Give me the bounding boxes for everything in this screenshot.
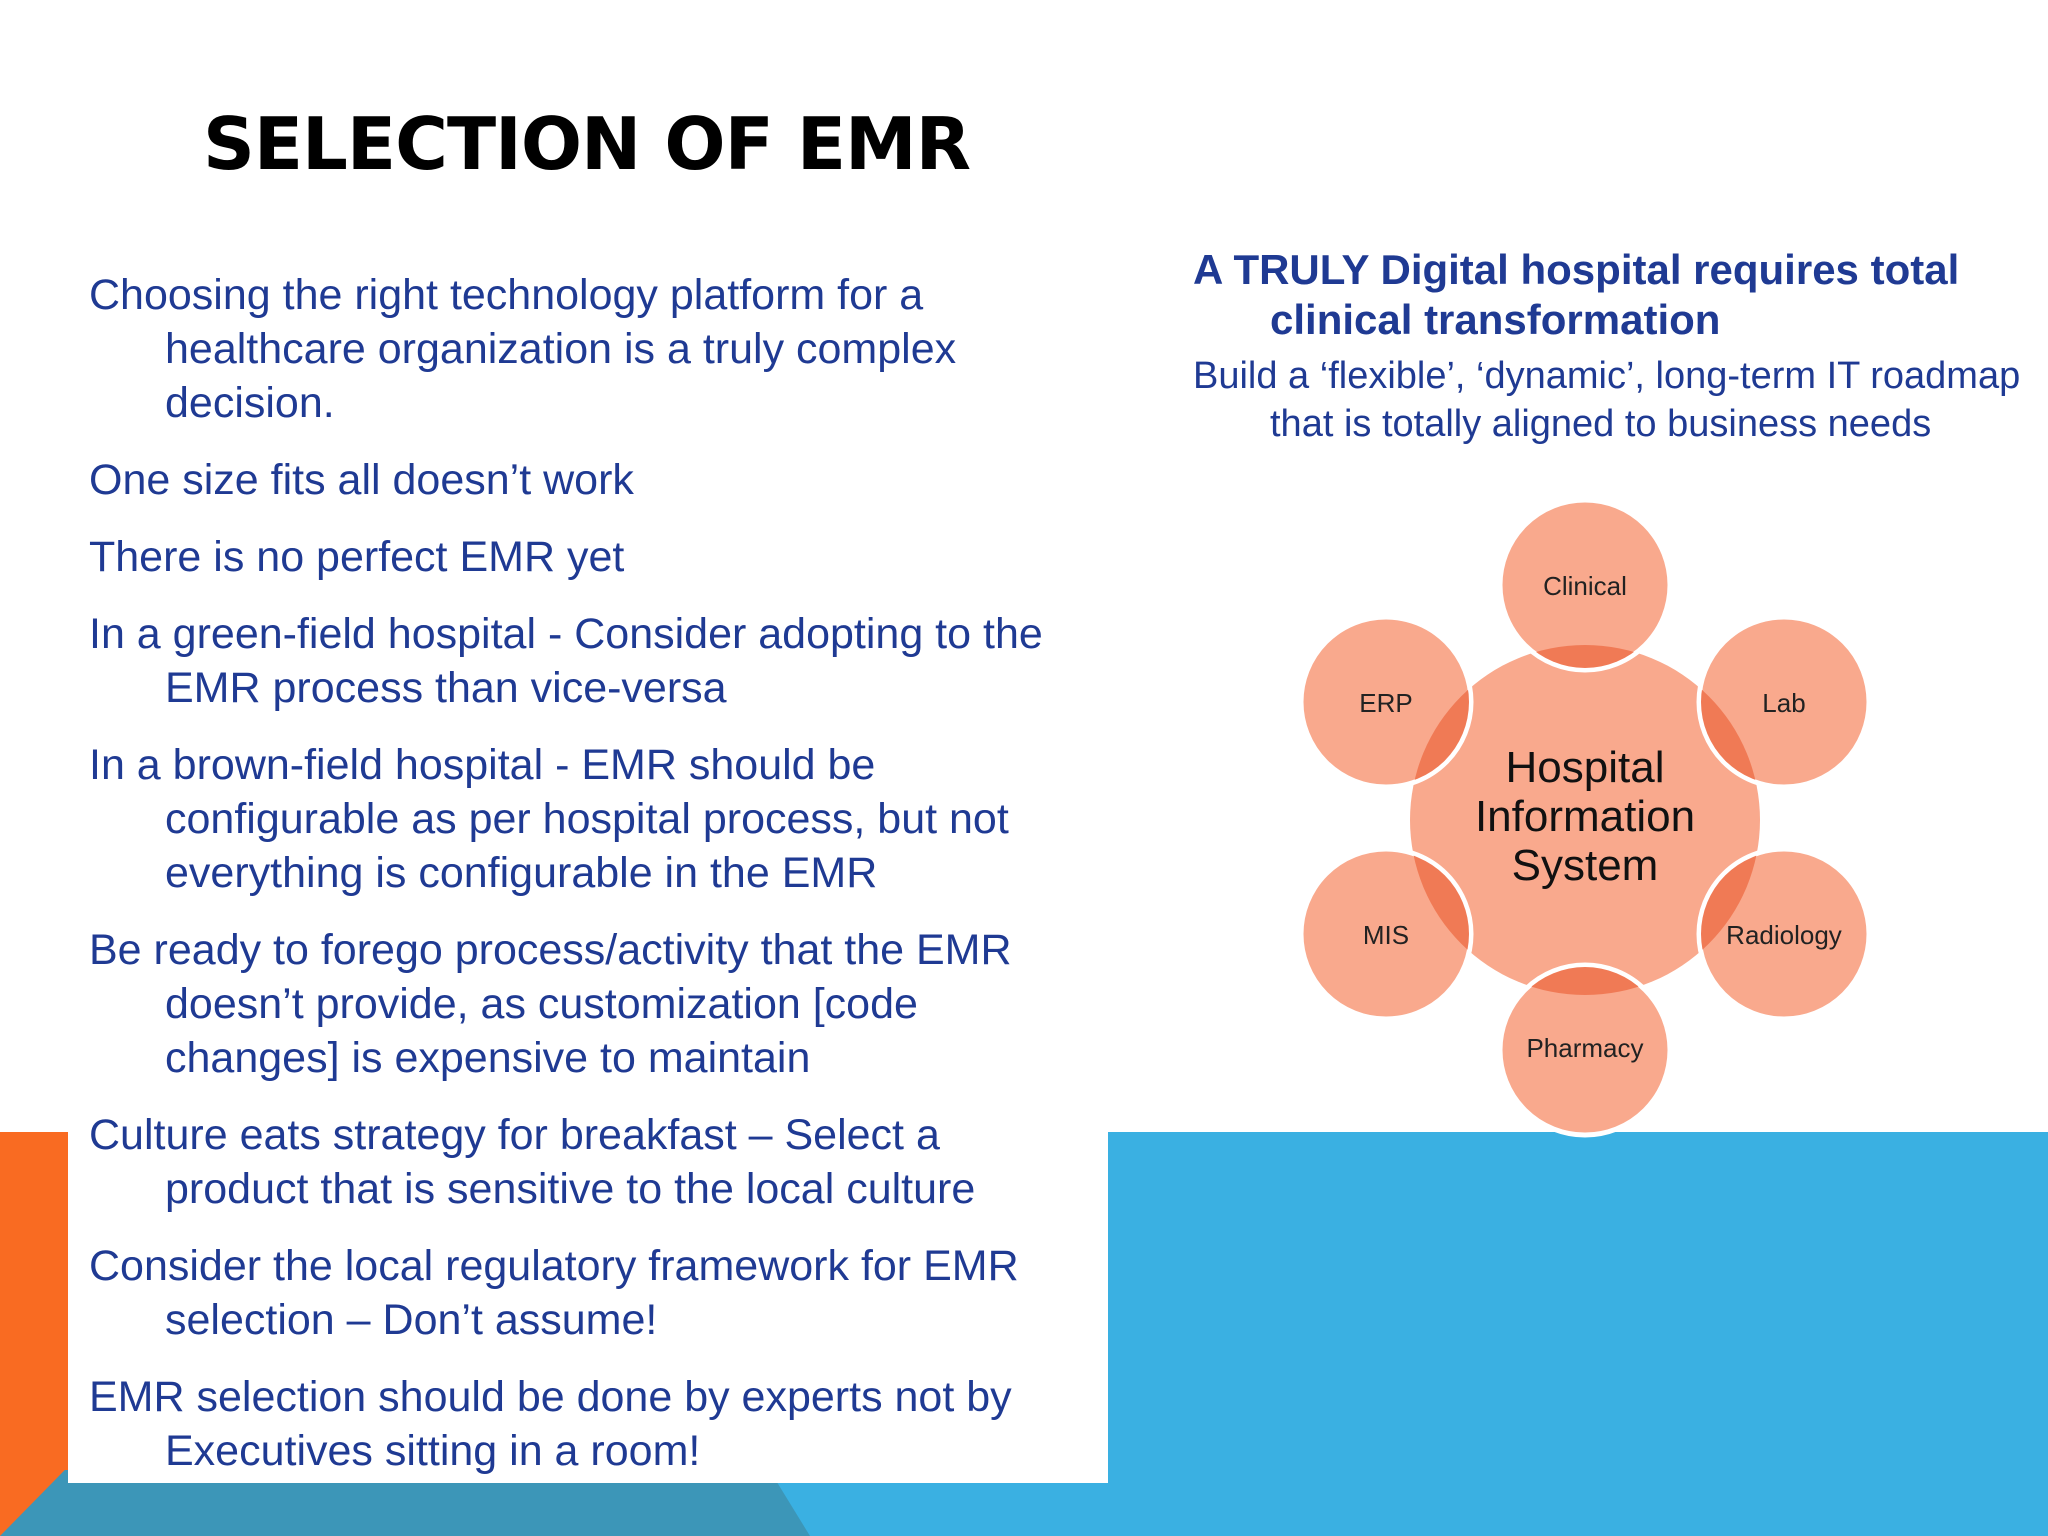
bullet-list: Choosing the right technology platform f…	[89, 268, 1089, 1501]
bullet-item: Consider the local regulatory framework …	[89, 1242, 1019, 1344]
center-label-line-2: Information	[1475, 792, 1695, 841]
bullet-item: There is no perfect EMR yet	[89, 533, 625, 581]
bullet-item: One size fits all doesn’t work	[89, 456, 634, 504]
right-body: Build a ‘flexible’, ‘dynamic’, long-term…	[1193, 355, 2021, 445]
node-label-radiology: Radiology	[1726, 920, 1842, 950]
node-label-erp: ERP	[1359, 688, 1412, 718]
content-panel	[68, 250, 1108, 1483]
bullet-item: Culture eats strategy for breakfast – Se…	[89, 1111, 976, 1213]
his-cycle-diagram: Clinical Lab Radiology Pharmacy MIS ERP …	[1290, 500, 1890, 1150]
bullet-item: EMR selection should be done by experts …	[89, 1373, 1012, 1475]
center-label-line-1: Hospital	[1506, 743, 1665, 792]
bullet-item: In a green-field hospital - Consider ado…	[89, 610, 1043, 712]
footer-orange-bar	[0, 1132, 68, 1536]
bullet-item: Be ready to forego process/activity that…	[89, 926, 1012, 1082]
bullet-item: Choosing the right technology platform f…	[89, 271, 957, 427]
slide-title: SELECTION OF EMR	[203, 102, 971, 186]
node-label-pharmacy: Pharmacy	[1526, 1033, 1643, 1063]
center-label-line-3: System	[1512, 841, 1659, 890]
node-label-lab: Lab	[1762, 688, 1805, 718]
node-label-mis: MIS	[1363, 920, 1409, 950]
bullet-item: In a brown-field hospital - EMR should b…	[89, 741, 1009, 897]
node-pharmacy	[1497, 962, 1673, 1138]
right-heading: A TRULY Digital hospital requires total …	[1193, 246, 1960, 343]
center-circle	[1410, 645, 1760, 995]
node-label-clinical: Clinical	[1543, 571, 1627, 601]
node-clinical	[1497, 500, 1673, 673]
